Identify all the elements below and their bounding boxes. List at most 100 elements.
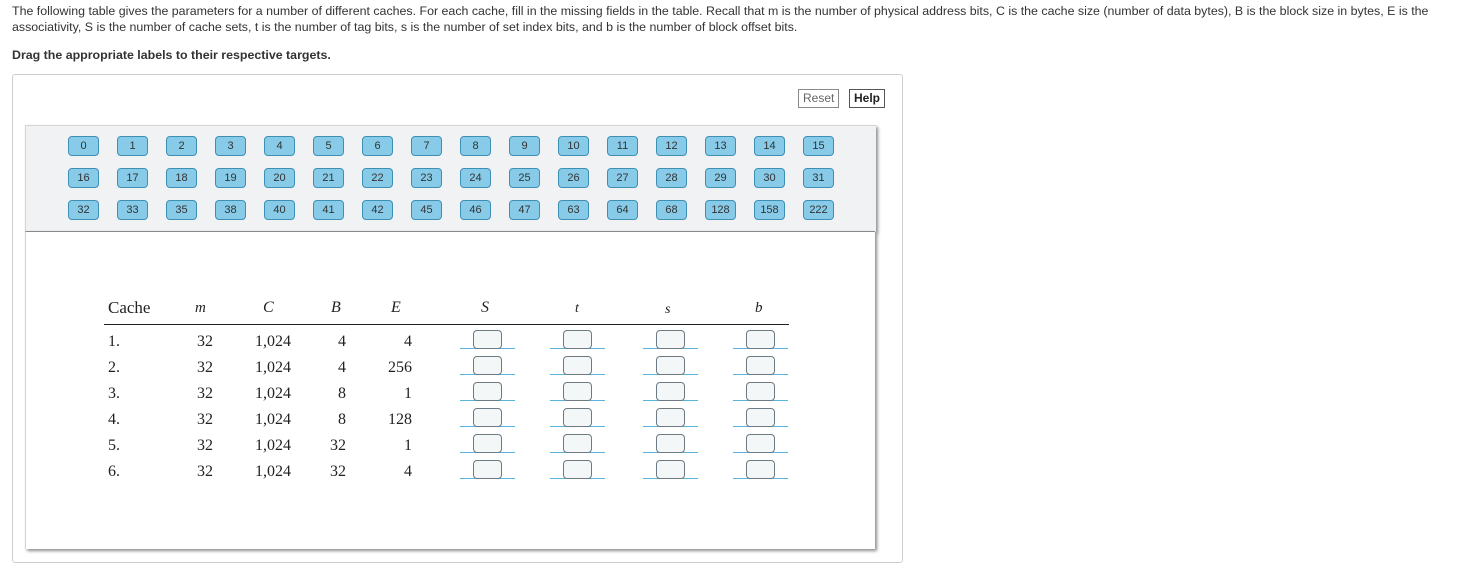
cell-cache: 5. xyxy=(108,437,120,454)
label-chip[interactable]: 7 xyxy=(411,136,442,156)
label-chip[interactable]: 26 xyxy=(558,168,589,188)
header-t: t xyxy=(575,301,579,316)
label-chip[interactable]: 25 xyxy=(509,168,540,188)
label-chip[interactable]: 222 xyxy=(803,200,834,220)
label-chip[interactable]: 15 xyxy=(803,136,834,156)
cell-cache: 1. xyxy=(108,333,120,350)
label-chip[interactable]: 1 xyxy=(117,136,148,156)
drop-target-t[interactable] xyxy=(563,356,592,375)
cell-m: 32 xyxy=(197,385,213,402)
label-chip[interactable]: 20 xyxy=(264,168,295,188)
label-chip[interactable]: 10 xyxy=(558,136,589,156)
cell-B: 8 xyxy=(338,411,346,428)
cell-E: 4 xyxy=(404,463,412,480)
label-chip[interactable]: 3 xyxy=(215,136,246,156)
label-chip[interactable]: 30 xyxy=(754,168,785,188)
label-chip[interactable]: 128 xyxy=(705,200,736,220)
label-chip[interactable]: 6 xyxy=(362,136,393,156)
label-chip[interactable]: 11 xyxy=(607,136,638,156)
label-chip[interactable]: 14 xyxy=(754,136,785,156)
cell-B: 8 xyxy=(338,385,346,402)
label-chip[interactable]: 27 xyxy=(607,168,638,188)
label-chip[interactable]: 9 xyxy=(509,136,540,156)
label-chip[interactable]: 21 xyxy=(313,168,344,188)
drop-target-b[interactable] xyxy=(746,460,775,479)
cell-E: 128 xyxy=(388,411,412,428)
drop-target-S[interactable] xyxy=(473,408,502,427)
drop-target-t[interactable] xyxy=(563,408,592,427)
reset-button[interactable]: Reset xyxy=(798,89,839,108)
label-chip[interactable]: 32 xyxy=(68,200,99,220)
label-chip[interactable]: 64 xyxy=(607,200,638,220)
label-chip[interactable]: 29 xyxy=(705,168,736,188)
drop-target-S[interactable] xyxy=(473,330,502,349)
label-chip[interactable]: 16 xyxy=(68,168,99,188)
cell-C: 1,024 xyxy=(255,437,291,454)
header-E: E xyxy=(391,299,401,316)
drop-target-t[interactable] xyxy=(563,330,592,349)
drop-target-s[interactable] xyxy=(656,434,685,453)
label-chip[interactable]: 40 xyxy=(264,200,295,220)
label-chip[interactable]: 23 xyxy=(411,168,442,188)
label-chip[interactable]: 5 xyxy=(313,136,344,156)
cell-m: 32 xyxy=(197,437,213,454)
label-chip[interactable]: 68 xyxy=(656,200,687,220)
header-rule xyxy=(104,324,789,325)
cell-m: 32 xyxy=(197,463,213,480)
drop-target-s[interactable] xyxy=(656,356,685,375)
drop-target-t[interactable] xyxy=(563,382,592,401)
drop-target-s[interactable] xyxy=(656,330,685,349)
label-chip[interactable]: 46 xyxy=(460,200,491,220)
drop-target-b[interactable] xyxy=(746,434,775,453)
label-chip[interactable]: 31 xyxy=(803,168,834,188)
label-chip[interactable]: 47 xyxy=(509,200,540,220)
cell-E: 1 xyxy=(404,385,412,402)
label-chip[interactable]: 41 xyxy=(313,200,344,220)
label-chip[interactable]: 33 xyxy=(117,200,148,220)
drop-target-s[interactable] xyxy=(656,460,685,479)
label-chip[interactable]: 22 xyxy=(362,168,393,188)
label-chip[interactable]: 0 xyxy=(68,136,99,156)
header-C: C xyxy=(263,299,274,316)
label-chip[interactable]: 158 xyxy=(754,200,785,220)
drop-target-b[interactable] xyxy=(746,330,775,349)
cell-m: 32 xyxy=(197,359,213,376)
label-chip[interactable]: 35 xyxy=(166,200,197,220)
help-button[interactable]: Help xyxy=(849,89,885,108)
drop-target-S[interactable] xyxy=(473,356,502,375)
intro-text: The following table gives the parameters… xyxy=(12,4,1429,34)
label-chip[interactable]: 24 xyxy=(460,168,491,188)
drop-target-s[interactable] xyxy=(656,382,685,401)
label-chip[interactable]: 18 xyxy=(166,168,197,188)
label-chip[interactable]: 2 xyxy=(166,136,197,156)
drop-target-S[interactable] xyxy=(473,460,502,479)
label-chip[interactable]: 4 xyxy=(264,136,295,156)
label-chip[interactable]: 42 xyxy=(362,200,393,220)
label-chip[interactable]: 8 xyxy=(460,136,491,156)
drop-target-b[interactable] xyxy=(746,382,775,401)
label-chip[interactable]: 17 xyxy=(117,168,148,188)
cell-E: 1 xyxy=(404,437,412,454)
label-chip[interactable]: 19 xyxy=(215,168,246,188)
label-chip[interactable]: 38 xyxy=(215,200,246,220)
cell-B: 4 xyxy=(338,359,346,376)
label-chip[interactable]: 45 xyxy=(411,200,442,220)
header-B: B xyxy=(331,299,341,316)
label-chip[interactable]: 28 xyxy=(656,168,687,188)
drop-target-t[interactable] xyxy=(563,434,592,453)
label-chip[interactable]: 13 xyxy=(705,136,736,156)
drop-target-s[interactable] xyxy=(656,408,685,427)
drop-target-S[interactable] xyxy=(473,382,502,401)
label-chip[interactable]: 12 xyxy=(656,136,687,156)
header-s: s xyxy=(665,302,671,317)
cell-cache: 3. xyxy=(108,385,120,402)
cell-C: 1,024 xyxy=(255,385,291,402)
cell-C: 1,024 xyxy=(255,463,291,480)
label-chip[interactable]: 63 xyxy=(558,200,589,220)
drop-target-S[interactable] xyxy=(473,434,502,453)
drop-target-b[interactable] xyxy=(746,408,775,427)
drop-target-t[interactable] xyxy=(563,460,592,479)
drop-target-b[interactable] xyxy=(746,356,775,375)
cell-m: 32 xyxy=(197,411,213,428)
